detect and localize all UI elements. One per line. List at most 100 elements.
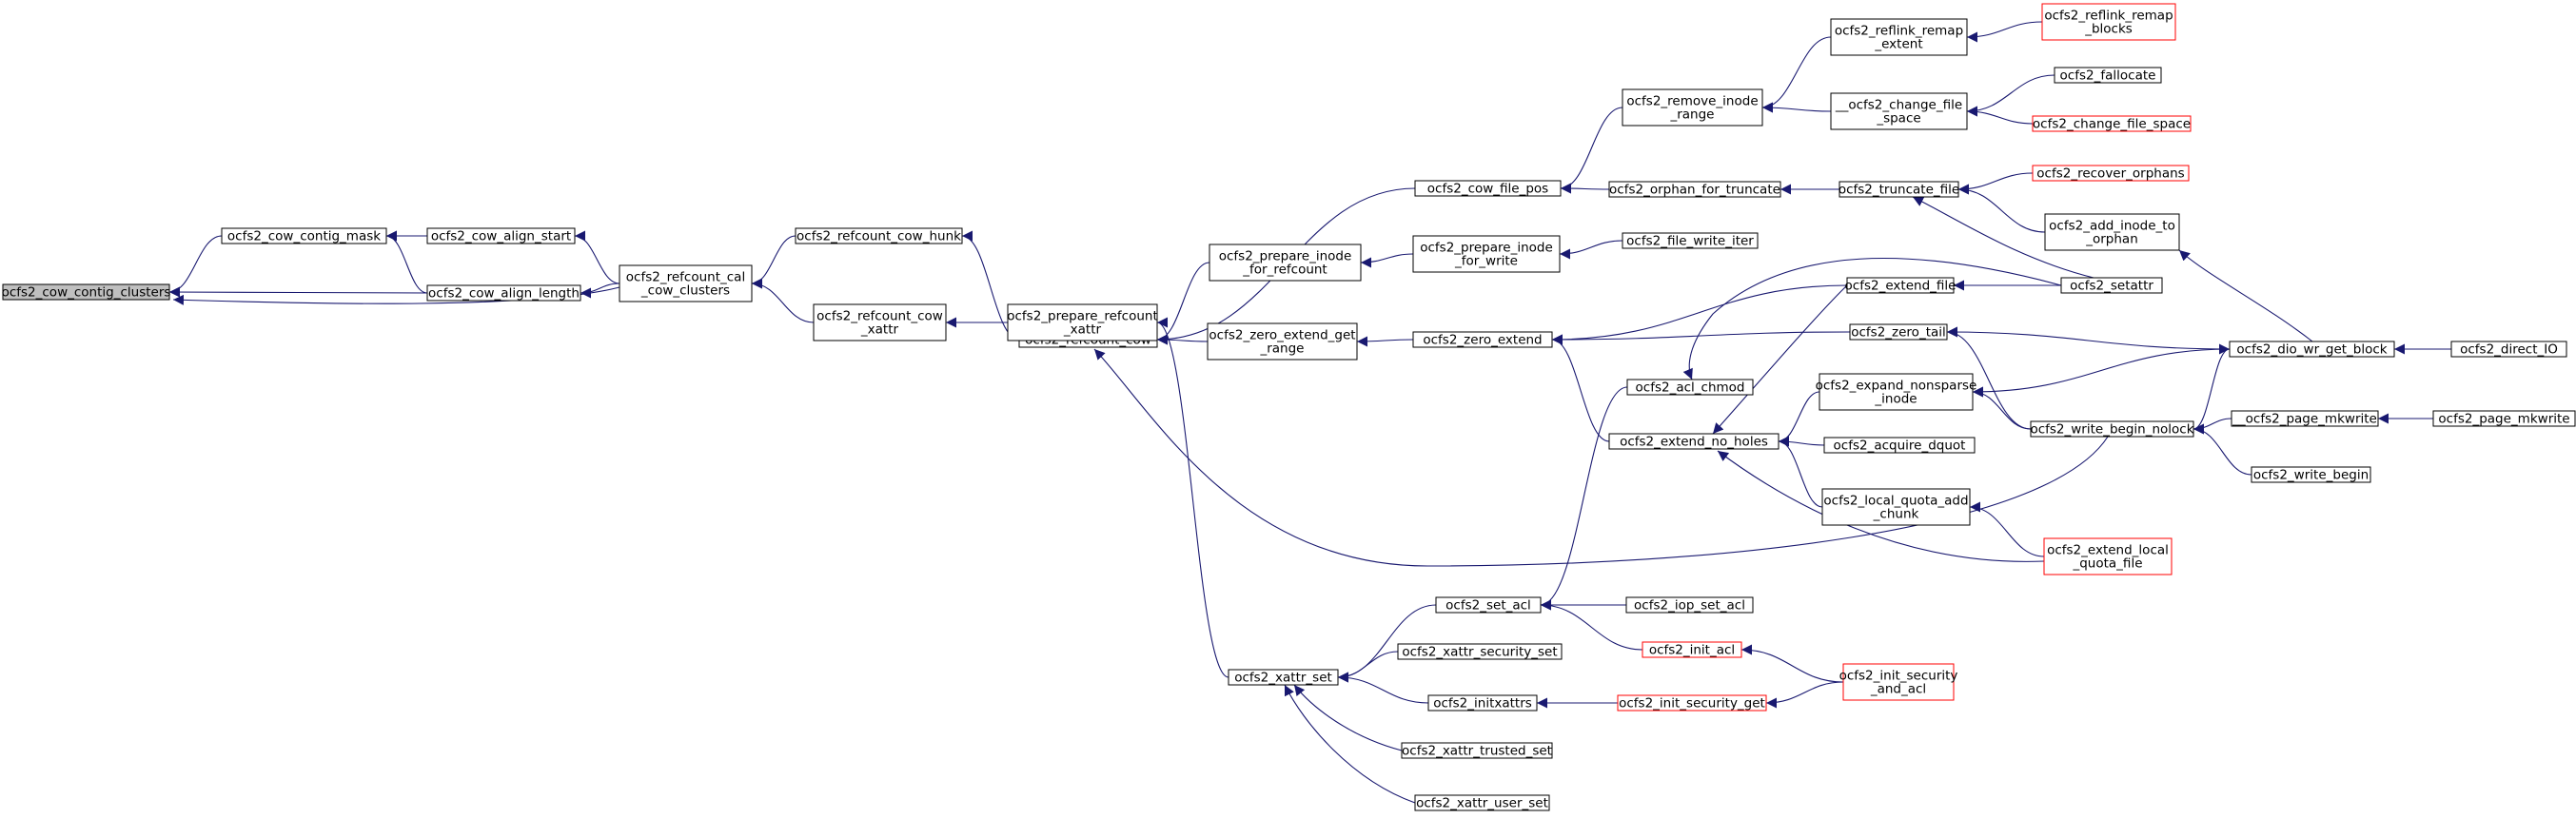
- edge-refcount_cal_cow_clusters-to-cow_align_start: [574, 230, 620, 284]
- node-prepare-inode-for-refcount[interactable]: ocfs2_prepare_inode_for_refcount: [1209, 244, 1362, 282]
- node-box: [426, 284, 581, 302]
- node-refcount-cal-cow-clusters[interactable]: ocfs2_refcount_cal_cow_clusters: [619, 264, 753, 302]
- node-label: ocfs2_cow_align_length: [428, 286, 580, 302]
- node-box: [1228, 669, 1339, 686]
- node-prepare-inode-for-write[interactable]: ocfs2_prepare_inode_for_write: [1412, 235, 1561, 273]
- edge-setattr-to-acl_chmod: [1682, 257, 2062, 380]
- node-refcount-cow-hunk[interactable]: ocfs2_refcount_cow_hunk: [795, 227, 963, 244]
- node-set-acl[interactable]: ocfs2_set_acl: [1435, 596, 1542, 614]
- edge-cow_align_length-to-cow_contig_mask: [385, 230, 428, 294]
- node-acl-chmod[interactable]: ocfs2_acl_chmod: [1626, 379, 1754, 396]
- node-xattr-security-set[interactable]: ocfs2_xattr_security_set: [1397, 643, 1563, 660]
- node-init-security-get[interactable]: ocfs2_init_security_get: [1617, 694, 1767, 712]
- node-truncate-file[interactable]: ocfs2_truncate_file: [1839, 181, 1959, 198]
- node-box: [1622, 232, 1759, 249]
- node-label: ocfs2_extend_no_holes: [1620, 435, 1768, 450]
- node-init-acl[interactable]: ocfs2_init_acl: [1642, 641, 1742, 658]
- node-label: ocfs2_cow_contig_clusters: [2, 285, 171, 301]
- node-box: [2060, 277, 2163, 294]
- node-label: ocfs2_xattr_trusted_set: [1402, 744, 1552, 759]
- node-label: ocfs2_add_inode_to: [2049, 219, 2175, 234]
- edge-file_write_iter-to-prepare_inode_for_write: [1559, 240, 1623, 260]
- node-xattr-set[interactable]: ocfs2_xattr_set: [1228, 669, 1339, 686]
- node-orphan-for-truncate[interactable]: ocfs2_orphan_for_truncate: [1608, 181, 1781, 198]
- node-xattr-trusted-set[interactable]: ocfs2_xattr_trusted_set: [1401, 742, 1553, 759]
- node-label: _orphan: [2085, 232, 2138, 247]
- edge-extend_local_quota_file-to-extend_no_holes: [1717, 450, 2045, 562]
- node-iop-set-acl[interactable]: ocfs2_iop_set_acl: [1625, 596, 1754, 614]
- node-zero-tail[interactable]: ocfs2_zero_tail: [1849, 323, 1948, 341]
- edge-page_mkwrite_int-to-write_begin_nolock: [2193, 418, 2232, 435]
- edge-extend_local_quota_file-to-local_quota_add_chunk: [1969, 501, 2045, 557]
- node-remove-inode-range[interactable]: ocfs2_remove_inode_range: [1622, 88, 1763, 127]
- node-change-file-space[interactable]: ocfs2_change_file_space: [2032, 115, 2192, 132]
- node-label: ocfs2_reflink_remap: [1835, 24, 1963, 39]
- node-initxattrs[interactable]: ocfs2_initxattrs: [1427, 694, 1538, 712]
- node-expand-nonsparse-inode[interactable]: ocfs2_expand_nonsparse_inode: [1816, 373, 1977, 411]
- node-extend-file[interactable]: ocfs2_extend_file: [1845, 277, 1957, 294]
- node-reflink-remap-blocks[interactable]: ocfs2_reflink_remap_blocks: [2041, 3, 2176, 41]
- edge-write_begin_nolock-to-expand_nonsparse_inode: [1972, 386, 2032, 430]
- node-label: ocfs2_change_file_space: [2033, 117, 2191, 132]
- node-label: ocfs2_init_security: [1839, 669, 1958, 684]
- node-refcount-cow-xattr[interactable]: ocfs2_refcount_cow_xattr: [813, 303, 947, 341]
- edge-extend_file-to-extend_no_holes: [1712, 284, 1848, 435]
- node-label: ocfs2_refcount_cow_hunk: [796, 229, 961, 244]
- node-label: _and_acl: [1870, 682, 1926, 697]
- edges-layer: [168, 21, 2451, 804]
- node-label: ocfs2_zero_tail: [1851, 325, 1946, 341]
- node-cow-align-length[interactable]: ocfs2_cow_align_length: [426, 284, 581, 302]
- edge-dio_wr_get_block-to-expand_nonsparse_inode: [1972, 348, 2231, 398]
- node-dio-wr-get-block[interactable]: ocfs2_dio_wr_get_block: [2229, 341, 2395, 358]
- node-direct-IO[interactable]: ocfs2_direct_IO: [2450, 341, 2567, 358]
- node-xattr-user-set[interactable]: ocfs2_xattr_user_set: [1414, 794, 1550, 811]
- node-label: _range: [1669, 107, 1714, 123]
- node-zero-extend[interactable]: ocfs2_zero_extend: [1412, 331, 1553, 348]
- node-recover-orphans[interactable]: ocfs2_recover_orphans: [2032, 165, 2190, 182]
- node-cow-file-pos[interactable]: ocfs2_cow_file_pos: [1414, 180, 1562, 197]
- node-extend-no-holes[interactable]: ocfs2_extend_no_holes: [1608, 433, 1780, 450]
- node-add-inode-to-orphan[interactable]: ocfs2_add_inode_to_orphan: [2044, 213, 2180, 251]
- node-zero-extend-get-range[interactable]: ocfs2_zero_extend_get_range: [1207, 322, 1358, 361]
- node-box: [1209, 244, 1362, 282]
- node-change-file-space-int[interactable]: __ocfs2_change_file_space: [1830, 92, 1968, 130]
- node-page-mkwrite[interactable]: ocfs2_page_mkwrite: [2432, 410, 2576, 427]
- node-page-mkwrite-int[interactable]: __ocfs2_page_mkwrite: [2231, 410, 2379, 427]
- node-local-quota-add-chunk[interactable]: ocfs2_local_quota_add_chunk: [1821, 488, 1971, 526]
- node-label: _for_write: [1454, 254, 1518, 269]
- node-write-begin-nolock[interactable]: ocfs2_write_begin_nolock: [2030, 420, 2194, 438]
- node-box: [1830, 18, 1968, 56]
- node-label: _inode: [1874, 392, 1917, 407]
- edge-orphan_for_truncate-to-cow_file_pos: [1560, 183, 1610, 194]
- node-box: [2030, 420, 2194, 438]
- node-box: [1839, 181, 1959, 198]
- node-acquire-dquot[interactable]: ocfs2_acquire_dquot: [1823, 437, 1976, 454]
- node-cow-contig-clusters[interactable]: ocfs2_cow_contig_clusters: [2, 283, 171, 301]
- node-setattr[interactable]: ocfs2_setattr: [2060, 277, 2163, 294]
- node-box: [1625, 596, 1754, 614]
- node-write-begin[interactable]: ocfs2_write_begin: [2251, 466, 2371, 483]
- node-init-security-and-acl[interactable]: ocfs2_init_security_and_acl: [1839, 663, 1958, 701]
- node-box: [1830, 92, 1968, 130]
- edge-change_file_space-to-change_file_space_int: [1966, 106, 2034, 125]
- node-box: [619, 264, 753, 302]
- node-file-write-iter[interactable]: ocfs2_file_write_iter: [1622, 232, 1759, 249]
- node-box: [795, 227, 963, 244]
- edge-recover_orphans-to-truncate_file: [1957, 172, 2034, 195]
- node-extend-local-quota-file[interactable]: ocfs2_extend_local_quota_file: [2043, 537, 2173, 575]
- node-label: ocfs2_direct_IO: [2460, 342, 2558, 358]
- node-box: [1849, 323, 1948, 341]
- node-reflink-remap-extent[interactable]: ocfs2_reflink_remap_extent: [1830, 18, 1968, 56]
- node-label: __ocfs2_change_file: [1835, 98, 1962, 113]
- node-cow-align-start[interactable]: ocfs2_cow_align_start: [426, 227, 576, 244]
- node-box: [1207, 322, 1358, 361]
- node-fallocate[interactable]: ocfs2_fallocate: [2054, 67, 2162, 84]
- node-label: ocfs2_orphan_for_truncate: [1609, 183, 1780, 198]
- edge-refcount_cow_hunk-to-refcount_cal_cow_clusters: [751, 235, 796, 289]
- node-prepare-refcount-xattr[interactable]: ocfs2_prepare_refcount_xattr: [1007, 303, 1158, 341]
- node-label: ocfs2_reflink_remap: [2044, 9, 2173, 24]
- node-label: ocfs2_xattr_security_set: [1402, 645, 1557, 660]
- node-label: _chunk: [1873, 507, 1919, 522]
- node-label: ocfs2_zero_extend: [1423, 333, 1542, 348]
- node-cow-contig-mask[interactable]: ocfs2_cow_contig_mask: [221, 227, 387, 244]
